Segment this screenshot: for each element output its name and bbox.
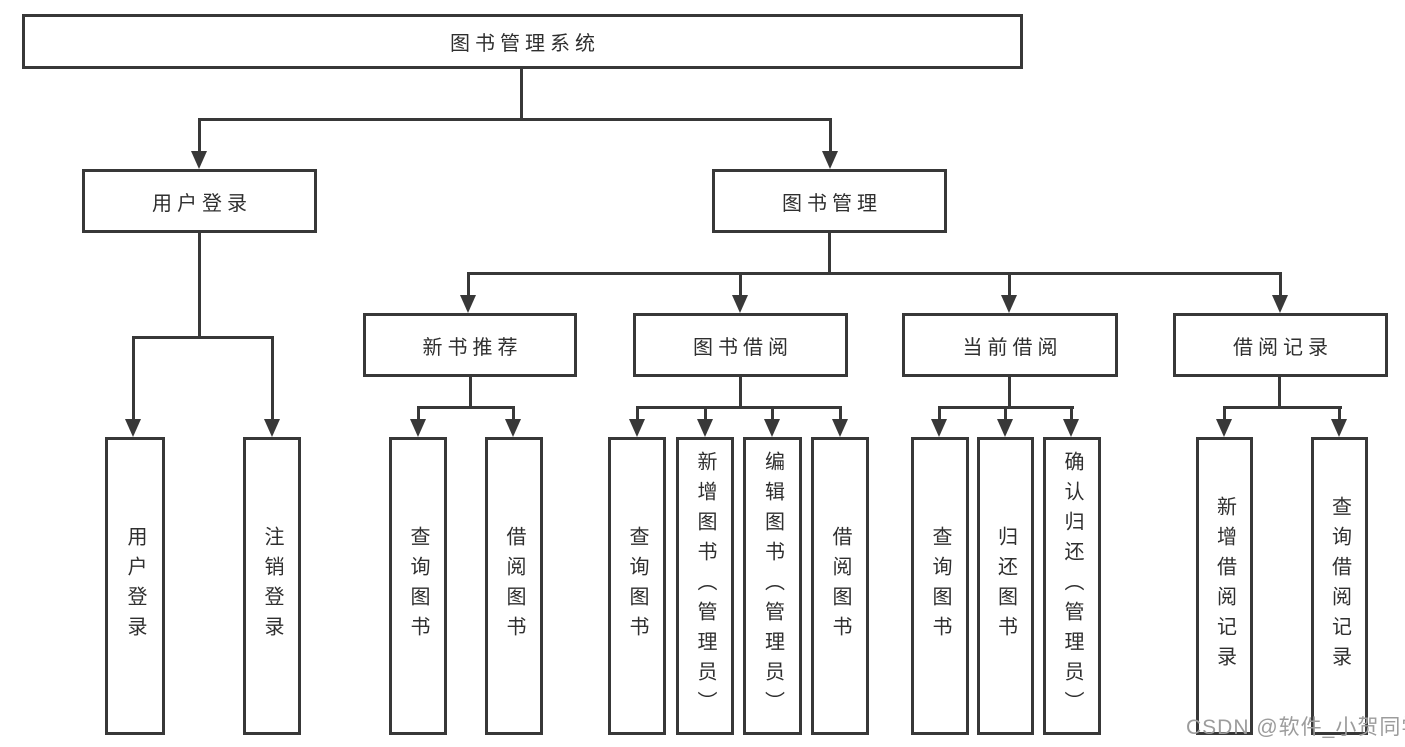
arrowhead-icon: [1272, 295, 1288, 313]
arrowhead-icon: [629, 419, 645, 437]
connector-arrow-shaft: [1223, 406, 1226, 420]
node-leaf-query-borrow-record: 查询借阅记录: [1311, 437, 1368, 735]
connector-trunk: [1008, 377, 1011, 407]
connector-arrow-shaft: [1070, 406, 1073, 420]
node-label: 借阅记录: [1233, 336, 1333, 359]
connector-book-mgmt-branch: [467, 272, 1281, 275]
node-leaf-borrow-books-recommend: 借阅图书: [485, 437, 543, 735]
connector-arrow-shaft: [512, 406, 515, 420]
node-label: 图书借阅: [693, 336, 793, 359]
arrowhead-icon: [410, 419, 426, 437]
node-label: 用户登录: [124, 526, 146, 646]
connector-arrow-shaft: [1008, 272, 1011, 296]
connector-arrow-shaft: [417, 406, 420, 420]
node-leaf-query-books-current: 查询图书: [911, 437, 969, 735]
connector-arrow-shaft: [829, 118, 832, 154]
node-new-book-recommend: 新书推荐: [363, 313, 577, 377]
arrowhead-icon: [732, 295, 748, 313]
connector-arrow-shaft: [1338, 406, 1341, 420]
node-label: 查询图书: [929, 526, 951, 646]
connector-branch: [636, 406, 842, 409]
connector-trunk: [469, 377, 472, 407]
node-label: 借阅图书: [829, 526, 851, 646]
connector-arrow-shaft: [271, 336, 274, 420]
node-leaf-logout: 注销登录: [243, 437, 301, 735]
connector-trunk: [1278, 377, 1281, 407]
node-leaf-add-borrow-record: 新增借阅记录: [1196, 437, 1253, 735]
arrowhead-icon: [264, 419, 280, 437]
node-leaf-borrow-books: 借阅图书: [811, 437, 869, 735]
node-leaf-return-books: 归还图书: [977, 437, 1034, 735]
connector-arrow-shaft: [839, 406, 842, 420]
node-leaf-add-books-admin: 新增图书（管理员）: [676, 437, 734, 735]
arrowhead-icon: [1216, 419, 1232, 437]
connector-arrow-shaft: [132, 336, 135, 420]
node-user-login: 用户登录: [82, 169, 317, 233]
connector-root-branch: [198, 118, 832, 121]
arrowhead-icon: [1331, 419, 1347, 437]
connector-branch: [1223, 406, 1342, 409]
connector-root-trunk: [520, 69, 523, 118]
node-leaf-query-books-recommend: 查询图书: [389, 437, 447, 735]
node-leaf-user-login: 用户登录: [105, 437, 165, 735]
connector-arrow-shaft: [771, 406, 774, 420]
node-label: 图书管理系统: [450, 33, 600, 55]
connector-trunk: [739, 377, 742, 407]
node-book-management: 图书管理: [712, 169, 947, 233]
node-label: 借阅图书: [503, 526, 525, 646]
arrowhead-icon: [822, 151, 838, 169]
arrowhead-icon: [1001, 295, 1017, 313]
arrowhead-icon: [191, 151, 207, 169]
connector-arrow-shaft: [938, 406, 941, 420]
node-label: 归还图书: [994, 526, 1017, 646]
node-label: 图书管理: [782, 192, 882, 215]
arrowhead-icon: [460, 295, 476, 313]
connector-branch: [417, 406, 515, 409]
node-label: 查询图书: [626, 526, 648, 646]
arrowhead-icon: [931, 419, 947, 437]
connector-arrow-shaft: [704, 406, 707, 420]
connector-arrow-shaft: [467, 272, 470, 296]
node-label: 编辑图书（管理员）: [761, 451, 784, 721]
node-label: 用户登录: [152, 192, 252, 215]
node-label: 确认归还（管理员）: [1061, 451, 1083, 721]
node-label: 新书推荐: [422, 336, 523, 359]
arrowhead-icon: [997, 419, 1013, 437]
connector-arrow-shaft: [1279, 272, 1282, 296]
node-label: 注销登录: [261, 526, 283, 646]
arrowhead-icon: [125, 419, 141, 437]
node-label: 查询借阅记录: [1328, 496, 1351, 676]
arrowhead-icon: [505, 419, 521, 437]
watermark: CSDN @软件_小贺同学: [1186, 716, 1405, 739]
connector-arrow-shaft: [198, 118, 201, 154]
arrowhead-icon: [1063, 419, 1079, 437]
node-leaf-query-books-borrowing: 查询图书: [608, 437, 666, 735]
node-current-borrowing: 当前借阅: [902, 313, 1118, 377]
connector-arrow-shaft: [636, 406, 639, 420]
connector-arrow-shaft: [1004, 406, 1007, 420]
node-label: 查询图书: [407, 526, 429, 646]
node-label: 当前借阅: [962, 336, 1063, 359]
node-label: 新增图书（管理员）: [694, 451, 716, 721]
node-borrowing-records: 借阅记录: [1173, 313, 1388, 377]
node-leaf-edit-books-admin: 编辑图书（管理员）: [743, 437, 802, 735]
connector-user-login-trunk: [198, 233, 201, 336]
node-label: 新增借阅记录: [1213, 496, 1236, 676]
arrowhead-icon: [832, 419, 848, 437]
arrowhead-icon: [697, 419, 713, 437]
node-library-management-system: 图书管理系统: [22, 14, 1023, 69]
connector-book-mgmt-trunk: [828, 233, 831, 272]
node-leaf-confirm-return-admin: 确认归还（管理员）: [1043, 437, 1101, 735]
arrowhead-icon: [764, 419, 780, 437]
node-book-borrowing: 图书借阅: [633, 313, 848, 377]
connector-user-login-branch: [132, 336, 274, 339]
connector-arrow-shaft: [739, 272, 742, 296]
